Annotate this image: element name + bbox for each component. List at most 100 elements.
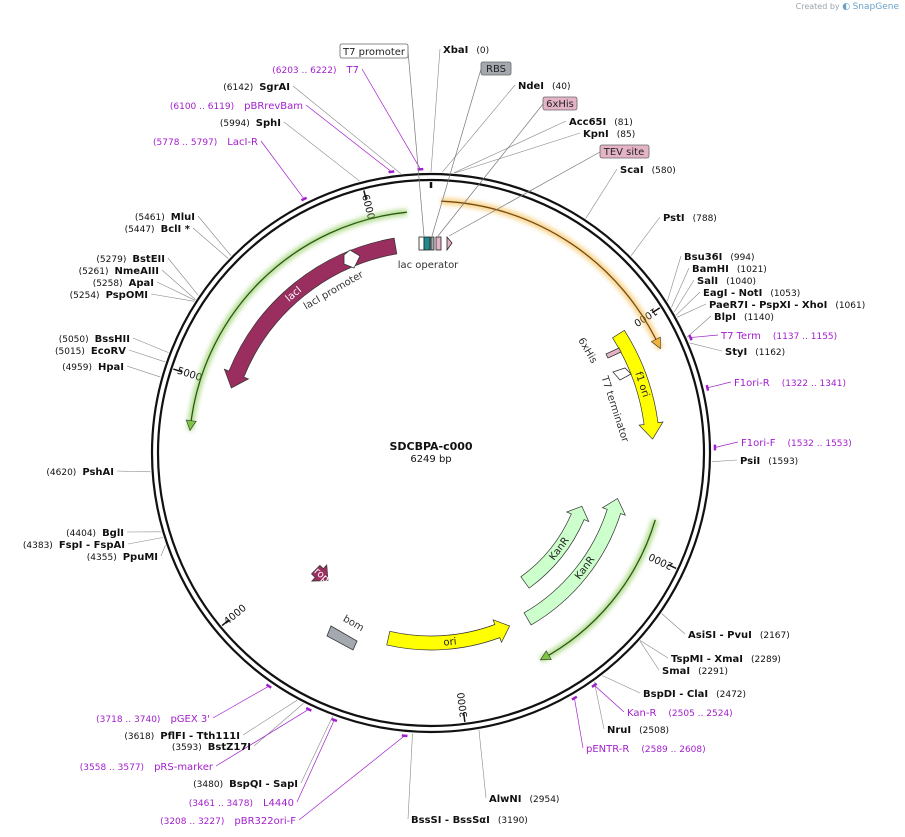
primer-f1ori-r[interactable]: F1ori-R(1322 .. 1341): [734, 378, 846, 389]
site-name: MluI: [171, 212, 195, 223]
site-nmeaiii[interactable]: NmeAIII(5261): [79, 266, 159, 277]
site-position: (3480): [193, 780, 223, 790]
primer-name: T7 Term: [720, 331, 761, 342]
backbone-outer-strand: [150, 172, 712, 734]
site-psti[interactable]: PstI (788): [663, 213, 717, 224]
site-name: AsiSI - PvuI: [688, 630, 752, 641]
site-ndei[interactable]: NdeI(40): [518, 81, 571, 92]
site-name: EagI - NotI: [703, 288, 762, 299]
site-leader: [292, 85, 402, 174]
site-leader: [253, 703, 304, 747]
primer-t7[interactable]: T7(6203 .. 6222): [272, 65, 359, 76]
primer-leader: [296, 719, 335, 803]
site-smai[interactable]: SmaI(2291): [662, 666, 728, 677]
primer-leader: [215, 709, 309, 767]
primer-name: pENTR-R: [586, 744, 629, 755]
site-sphi[interactable]: SphI(5994): [220, 118, 281, 129]
primer-mark: [401, 734, 408, 738]
site-name: EcoRV: [91, 346, 126, 357]
primer-range: (1532 .. 1553): [787, 439, 851, 449]
primer-t7-term[interactable]: T7 Term(1137 .. 1155): [720, 331, 837, 342]
site-name: BlpI: [714, 312, 736, 323]
primer-pbrrevbam[interactable]: pBRrevBam(6100 .. 6119): [170, 101, 303, 112]
site-bamhi[interactable]: BamHI(1021): [692, 264, 767, 275]
site-blpi[interactable]: BlpI(1140): [714, 312, 774, 323]
boxed-feature-labels: T7 promoter RBS 6xHis TEV site: [339, 43, 650, 237]
primer-pentr-r[interactable]: pENTR-R(2589 .. 2608): [586, 744, 706, 755]
site-bsteii[interactable]: BstEII(5279): [96, 254, 165, 265]
site-styi[interactable]: StyI(1162): [725, 347, 785, 358]
primer-range: (2505 .. 2524): [668, 709, 732, 719]
site-bcli[interactable]: BclI *(5447): [125, 224, 191, 235]
site-pspomi[interactable]: PspOMI(5254): [70, 290, 148, 301]
site-bsshii[interactable]: BssHII(5050): [59, 334, 130, 345]
primer-leader: [714, 441, 739, 448]
primer-f1ori-f[interactable]: F1ori-F(1532 .. 1553): [741, 438, 852, 449]
primer-range: (1322 .. 1341): [782, 379, 846, 389]
site-name: PstI: [663, 213, 685, 224]
primer-pbr322ori-f[interactable]: pBR322ori-F(3208 .. 3227): [160, 816, 296, 827]
rbs-box: [430, 236, 435, 251]
site-bstz17i[interactable]: BstZ17I(3593): [172, 742, 251, 753]
tick-mark: [221, 619, 230, 627]
feature-arrow-green-left: [189, 211, 408, 431]
site-apai[interactable]: ApaI(5258): [93, 278, 154, 289]
site-mlui[interactable]: MluI(5461): [135, 212, 195, 223]
site-hpai[interactable]: HpaI(4959): [62, 362, 124, 373]
plasmid-length: 6249 bp: [410, 454, 451, 465]
site-name: BssHII: [95, 334, 130, 345]
site-leader: [128, 349, 166, 363]
site-xbai[interactable]: XbaI(0): [443, 45, 489, 56]
site-bspdi[interactable]: BspDI - ClaI(2472): [643, 689, 746, 700]
site-acc65i[interactable]: Acc65I(81): [569, 117, 633, 128]
site-alwni[interactable]: AlwNI(2954): [489, 794, 559, 805]
site-psii[interactable]: PsiI(1593): [740, 456, 798, 467]
site-scai[interactable]: ScaI(580): [620, 165, 676, 176]
site-kpni[interactable]: KpnI(85): [583, 129, 635, 140]
site-sgrai[interactable]: SgrAI(6142): [223, 82, 290, 93]
site-position: (3593): [172, 743, 202, 753]
site-bspqi[interactable]: BspQI - SapI(3480): [193, 779, 298, 790]
site-position: (2472): [716, 690, 746, 700]
feature-arrow-rop: [310, 564, 329, 582]
bom-label: bom: [341, 614, 366, 635]
primer-l4440[interactable]: L4440(3461 .. 3478): [189, 798, 294, 809]
site-pflfi[interactable]: PflFI - Tth111I(3618): [124, 731, 240, 742]
site-leader: [689, 342, 723, 352]
site-position: (788): [693, 214, 717, 224]
site-leader: [192, 227, 229, 259]
primer-prs-marker[interactable]: pRS-marker(3558 .. 3577): [80, 762, 214, 773]
site-tspmi[interactable]: TspMI - XmaI(2289): [671, 654, 781, 665]
tev-site-label-box: [599, 144, 650, 159]
primer-laci-r[interactable]: LacI-R(5778 .. 5797): [153, 137, 258, 148]
primer-mark: [300, 196, 308, 202]
lac-operator-box: [423, 236, 431, 251]
6xhis-label-box: [542, 96, 578, 111]
primer-mark: [688, 334, 693, 341]
primer-kan-r[interactable]: Kan-R(2505 .. 2524): [627, 708, 733, 719]
site-fspi[interactable]: FspI - FspAI(4383): [23, 540, 125, 551]
feature-arrow-ori: [386, 619, 511, 651]
site-name: SmaI: [662, 666, 690, 677]
tev-site-leader: [448, 151, 601, 237]
site-asisi[interactable]: AsiSI - PvuI(2167): [688, 630, 790, 641]
site-position: (994): [730, 253, 754, 263]
site-bsu36i[interactable]: Bsu36I(994): [684, 252, 755, 263]
site-leader: [283, 121, 360, 182]
site-leader: [686, 315, 712, 338]
site-paer7i[interactable]: PaeR7I - PspXI - XhoI(1061): [709, 300, 865, 311]
site-bgli[interactable]: BglI(4404): [66, 528, 124, 539]
tev-site-arrow: [446, 235, 453, 252]
site-name: StyI: [725, 347, 747, 358]
site-name: TspMI - XmaI: [671, 654, 743, 665]
site-eagi[interactable]: EagI - NotI(1053): [703, 288, 800, 299]
site-ecorv[interactable]: EcoRV(5015): [55, 346, 126, 357]
site-ppumi[interactable]: PpuMI(4355): [87, 552, 158, 563]
primer-pgex3[interactable]: pGEX 3'(3718 .. 3740): [96, 714, 210, 725]
site-name: PspOMI: [106, 290, 148, 301]
site-pshai[interactable]: PshAI(4620): [46, 467, 114, 478]
site-sali[interactable]: SalI(1040): [697, 276, 756, 287]
site-position: (4620): [46, 468, 76, 478]
site-krui[interactable]: NruI(2508): [607, 725, 669, 736]
site-bsssi[interactable]: BssSI - BssSαI(3190): [411, 815, 528, 826]
